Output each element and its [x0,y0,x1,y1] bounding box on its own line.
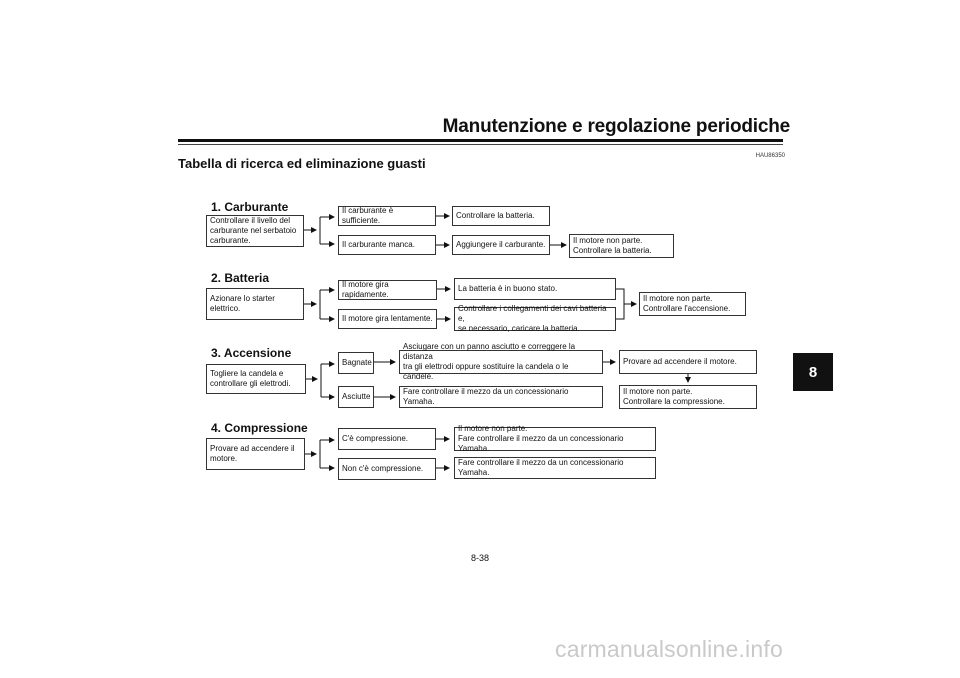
ignition-dealer-box: Fare controllare il mezzo da un concessi… [399,386,603,408]
battery-slow-text: Il motore gira lentamente. [342,314,433,323]
compression-yes-box: C'è compressione. [338,428,436,450]
chapter-tab[interactable]: 8 [793,353,833,391]
battery-result-box: Il motore non parte. Controllare l'accen… [639,292,746,316]
compression-no-result-box: Fare controllare il mezzo da un concessi… [454,457,656,479]
fuel-add-box: Aggiungere il carburante. [452,235,550,255]
ignition-wet-text: Bagnate [342,358,372,367]
compression-yes-result-box: Il motore non parte. Fare controllare il… [454,424,656,453]
compression-no-box: Non c'è compressione. [338,458,436,480]
battery-check-text: Azionare lo starter elettrico. [210,294,275,313]
fuel-sufficient-box: Il carburante è sufficiente. [338,206,436,226]
section-title-battery: 2. Batteria [211,271,270,285]
ignition-dry-clean-box: Asciugare con un panno asciutto e correg… [399,342,603,381]
compression-yes-text: C'è compressione. [342,434,408,443]
page-header-title: Manutenzione e regolazione periodiche [442,116,791,137]
ignition-try-start-text: Provare ad accendere il motore. [623,357,737,366]
compression-yes-result-text: Il motore non parte. Fare controllare il… [458,424,624,453]
header-rule [178,139,783,142]
fuel-missing-box: Il carburante manca. [338,235,436,255]
fuel-add-text: Aggiungere il carburante. [456,240,546,249]
battery-fast-box: Il motore gira rapidamente. [338,280,437,300]
section-title-compression: 4. Compressione [211,421,308,435]
compression-check-box: Provare ad accendere il motore. [206,438,305,470]
fuel-result-box: Il motore non parte. Controllare la batt… [569,234,674,258]
fuel-check-text: Controllare il livello del carburante ne… [210,216,297,245]
battery-result-text: Il motore non parte. Controllare l'accen… [643,294,731,313]
battery-fast-text: Il motore gira rapidamente. [342,280,389,299]
battery-cables-text: Controllare i collegamenti dei cavi batt… [458,304,607,333]
ignition-dry-text: Asciutte [342,392,371,401]
header-rule-thin [178,144,783,145]
section-title-fuel: 1. Carburante [211,200,289,214]
battery-check-box: Azionare lo starter elettrico. [206,288,304,320]
ignition-check-text: Togliere la candela e controllare gli el… [210,369,291,388]
ignition-check-box: Togliere la candela e controllare gli el… [206,364,306,394]
ignition-dealer-text: Fare controllare il mezzo da un concessi… [403,387,569,406]
ignition-dry-box: Asciutte [338,386,374,408]
ignition-wet-box: Bagnate [338,352,374,374]
document-code: HAU86350 [755,153,785,159]
fuel-result-text: Il motore non parte. Controllare la batt… [573,236,652,255]
section-title-ignition: 3. Accensione [211,346,292,360]
battery-cables-box: Controllare i collegamenti dei cavi batt… [454,304,616,333]
ignition-result-text: Il motore non parte. Controllare la comp… [623,387,725,406]
compression-no-text: Non c'è compressione. [342,464,424,473]
fuel-missing-text: Il carburante manca. [342,240,415,249]
page-number: 8-38 [470,553,489,563]
fuel-sufficient-text: Il carburante è sufficiente. [342,206,394,225]
fuel-check-box: Controllare il livello del carburante ne… [206,215,304,247]
watermark: carmanualsonline.info [555,636,783,662]
ignition-dry-clean-text: Asciugare con un panno asciutto e correg… [403,342,576,381]
battery-ok-box: La batteria è in buono stato. [454,278,616,300]
fuel-check-battery-text: Controllare la batteria. [456,211,535,220]
ignition-try-start-box: Provare ad accendere il motore. [619,350,757,374]
page-title: Tabella di ricerca ed eliminazione guast… [178,156,426,171]
battery-slow-box: Il motore gira lentamente. [338,309,437,329]
ignition-result-box: Il motore non parte. Controllare la comp… [619,385,757,409]
compression-check-text: Provare ad accendere il motore. [210,444,295,463]
fuel-check-battery-box: Controllare la batteria. [452,206,550,226]
compression-no-result-text: Fare controllare il mezzo da un concessi… [458,458,624,477]
battery-ok-text: La batteria è in buono stato. [458,284,558,293]
